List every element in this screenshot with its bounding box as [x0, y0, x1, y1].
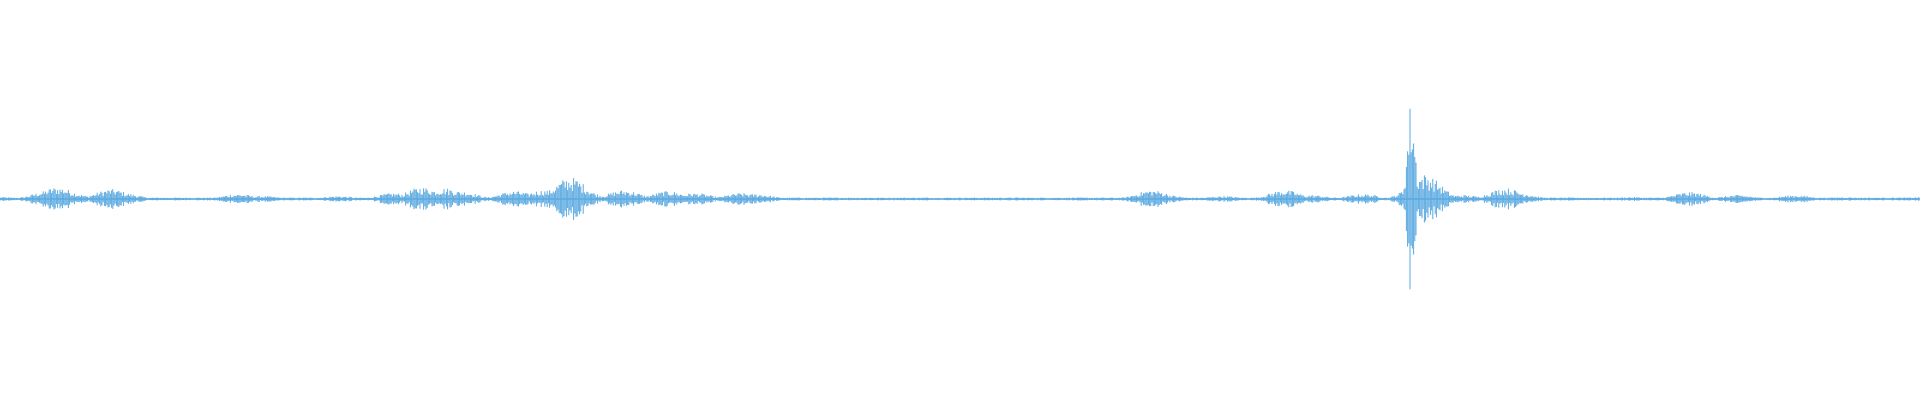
waveform-bars — [0, 108, 1920, 290]
